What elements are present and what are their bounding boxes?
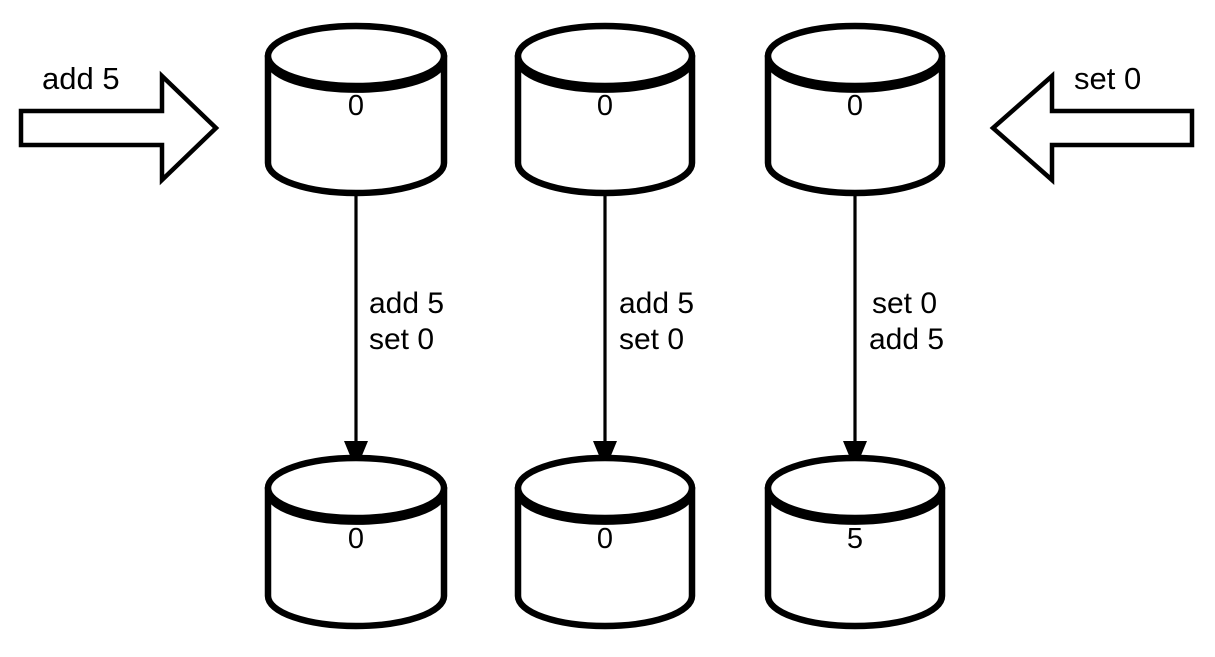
cylinder-inner-lip: [266, 62, 446, 93]
right-external-op-arrow: [989, 71, 1195, 185]
replica-2-op-2: set 0: [619, 323, 684, 356]
cylinder-body: [514, 52, 696, 197]
replica-3-op-2: add 5: [869, 323, 944, 356]
replica-2-connector: [593, 190, 617, 470]
cylinder-body: [264, 52, 448, 197]
cylinder-inner-lip: [516, 62, 694, 93]
cylinder-top-ellipse: [264, 454, 448, 522]
cylinder-body: [514, 484, 696, 630]
cylinder-top-ellipse: [514, 454, 696, 522]
cylinder-inner-lip: [766, 62, 944, 93]
replica-3-before-cylinder: 0: [764, 22, 946, 197]
replica-1-op-1: add 5: [369, 287, 444, 320]
replica-2-after-value: 0: [597, 523, 613, 555]
replica-2-after-cylinder: 0: [514, 454, 696, 630]
left-external-op-label: add 5: [42, 61, 120, 96]
replica-1-connector: [344, 190, 368, 470]
cylinder-body: [764, 484, 946, 630]
replica-2-op-1: add 5: [619, 287, 694, 320]
replica-1-after-cylinder: 0: [264, 454, 448, 630]
cylinder-inner-lip: [266, 494, 446, 525]
cylinder-top-ellipse: [764, 454, 946, 522]
replica-3-before-value: 0: [847, 90, 863, 122]
replica-3-connector: [843, 190, 867, 470]
block-arrow-right-shape: [18, 70, 220, 186]
cylinder-inner-lip: [766, 494, 944, 525]
cylinder-top-ellipse: [264, 22, 448, 90]
replica-3-after-value: 5: [847, 523, 863, 555]
replica-1-before-value: 0: [348, 90, 364, 122]
right-external-op-label: set 0: [1074, 61, 1141, 96]
left-external-op-arrow: [18, 70, 220, 186]
replica-1-op-2: set 0: [369, 323, 434, 356]
cylinder-body: [764, 52, 946, 197]
block-arrow-left-shape: [989, 71, 1195, 185]
replica-3-after-cylinder: 5: [764, 454, 946, 630]
replica-2-before-cylinder: 0: [514, 22, 696, 197]
replica-2-before-value: 0: [597, 90, 613, 122]
replica-3-op-1: set 0: [872, 287, 937, 320]
cylinder-top-ellipse: [514, 22, 696, 90]
cylinder-inner-lip: [516, 494, 694, 525]
cylinder-top-ellipse: [764, 22, 946, 90]
replica-1-after-value: 0: [348, 523, 364, 555]
cylinder-body: [264, 484, 448, 630]
replica-1-before-cylinder: 0: [264, 22, 448, 197]
